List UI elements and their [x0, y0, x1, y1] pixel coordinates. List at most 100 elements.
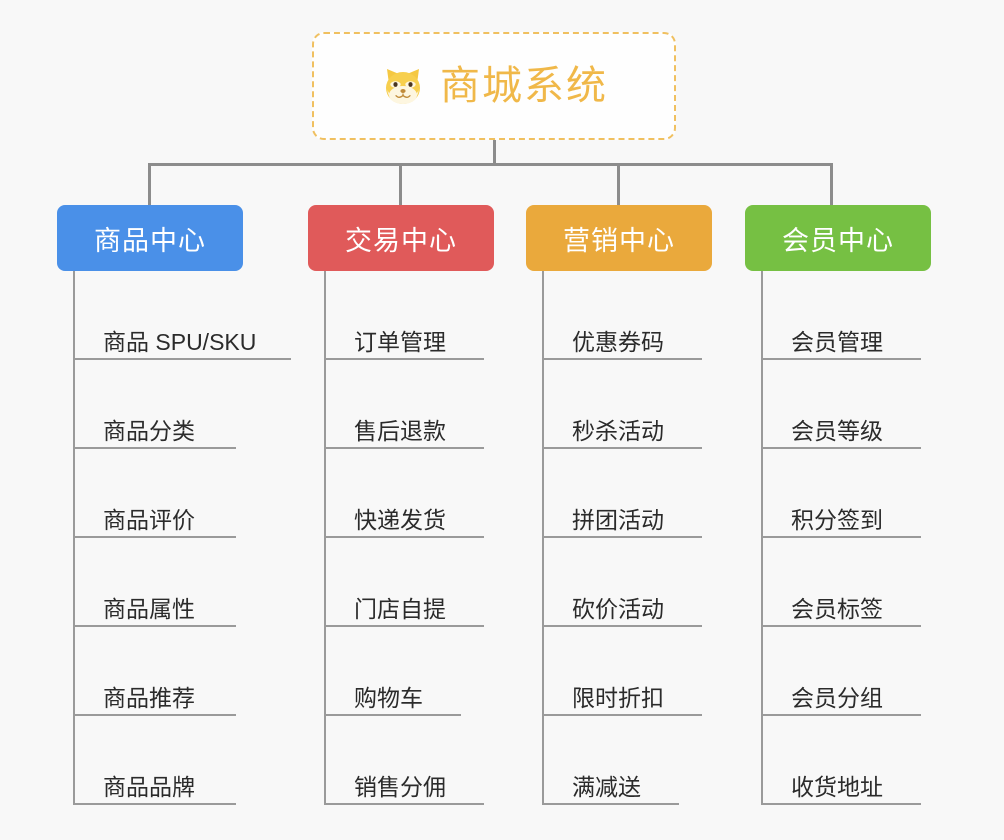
leaf-item[interactable]: 商品品牌 — [73, 716, 307, 805]
leaf-underline — [73, 536, 236, 538]
leaf-label: 限时折扣 — [572, 685, 664, 711]
branch-header-product-center[interactable]: 商品中心 — [57, 205, 243, 271]
leaf-label: 购物车 — [354, 685, 423, 711]
leaf-label: 销售分佣 — [354, 774, 446, 800]
leaf-underline — [324, 536, 484, 538]
leaf-item[interactable]: 门店自提 — [324, 538, 528, 627]
leaf-label: 商品 SPU/SKU — [103, 329, 257, 355]
branch-product-center: 商品中心 商品 SPU/SKU 商品分类 商品评价 商品属性 商品推荐 — [57, 205, 307, 805]
leaf-label: 订单管理 — [354, 329, 446, 355]
trunk-line-product-center — [73, 271, 75, 805]
branch-header-trade-center[interactable]: 交易中心 — [308, 205, 494, 271]
branch-trade-center: 交易中心 订单管理 售后退款 快递发货 门店自提 购物车 — [308, 205, 528, 805]
connector-drop-member-center — [830, 163, 833, 207]
leaf-underline — [324, 447, 484, 449]
leaf-underline — [542, 358, 702, 360]
leaf-underline — [761, 358, 921, 360]
leaf-label: 砍价活动 — [572, 596, 664, 622]
leaf-underline — [761, 625, 921, 627]
leaf-item[interactable]: 商品属性 — [73, 538, 307, 627]
leaf-item[interactable]: 商品 SPU/SKU — [73, 271, 307, 360]
leaf-label: 商品推荐 — [103, 685, 195, 711]
trunk-line-trade-center — [324, 271, 326, 805]
connector-drop-product-center — [148, 163, 151, 207]
leaf-label: 商品品牌 — [103, 774, 195, 800]
leaf-underline — [542, 447, 702, 449]
leaf-label: 商品评价 — [103, 507, 195, 533]
leaf-underline — [73, 625, 236, 627]
leaf-item[interactable]: 订单管理 — [324, 271, 528, 360]
connector-drop-trade-center — [399, 163, 402, 207]
leaf-underline — [73, 714, 236, 716]
leaf-label: 秒杀活动 — [572, 418, 664, 444]
leaf-list-member-center: 会员管理 会员等级 积分签到 会员标签 会员分组 收货地址 — [745, 271, 965, 805]
leaf-label: 快递发货 — [354, 507, 446, 533]
leaf-underline — [324, 358, 484, 360]
leaf-label: 会员等级 — [791, 418, 883, 444]
connector-root-stem — [493, 140, 496, 165]
leaf-underline — [542, 803, 679, 805]
leaf-label: 拼团活动 — [572, 507, 664, 533]
leaf-item[interactable]: 会员标签 — [761, 538, 965, 627]
connector-horizontal-bus — [149, 163, 832, 166]
leaf-label: 商品分类 — [103, 418, 195, 444]
branch-member-center: 会员中心 会员管理 会员等级 积分签到 会员标签 会员分组 — [745, 205, 965, 805]
leaf-item[interactable]: 会员等级 — [761, 360, 965, 449]
trunk-line-member-center — [761, 271, 763, 805]
leaf-item[interactable]: 拼团活动 — [542, 449, 746, 538]
leaf-list-trade-center: 订单管理 售后退款 快递发货 门店自提 购物车 销售分佣 — [308, 271, 528, 805]
leaf-label: 优惠券码 — [572, 329, 664, 355]
leaf-underline — [73, 447, 236, 449]
leaf-item[interactable]: 秒杀活动 — [542, 360, 746, 449]
leaf-item[interactable]: 商品推荐 — [73, 627, 307, 716]
leaf-underline — [73, 803, 236, 805]
leaf-underline — [542, 714, 702, 716]
leaf-label: 门店自提 — [354, 596, 446, 622]
leaf-item[interactable]: 销售分佣 — [324, 716, 528, 805]
leaf-item[interactable]: 砍价活动 — [542, 538, 746, 627]
leaf-underline — [73, 358, 291, 360]
leaf-underline — [761, 447, 921, 449]
leaf-underline — [761, 714, 921, 716]
leaf-label: 积分签到 — [791, 507, 883, 533]
leaf-underline — [761, 536, 921, 538]
leaf-label: 满减送 — [572, 774, 641, 800]
branch-marketing-center: 营销中心 优惠券码 秒杀活动 拼团活动 砍价活动 限时折扣 — [526, 205, 746, 805]
leaf-item[interactable]: 商品评价 — [73, 449, 307, 538]
leaf-list-product-center: 商品 SPU/SKU 商品分类 商品评价 商品属性 商品推荐 商品品牌 — [57, 271, 307, 805]
leaf-item[interactable]: 满减送 — [542, 716, 746, 805]
branch-header-marketing-center[interactable]: 营销中心 — [526, 205, 712, 271]
leaf-label: 收货地址 — [791, 774, 883, 800]
leaf-label: 会员管理 — [791, 329, 883, 355]
trunk-line-marketing-center — [542, 271, 544, 805]
leaf-label: 售后退款 — [354, 418, 446, 444]
leaf-underline — [324, 625, 484, 627]
leaf-label: 会员标签 — [791, 596, 883, 622]
leaf-list-marketing-center: 优惠券码 秒杀活动 拼团活动 砍价活动 限时折扣 满减送 — [526, 271, 746, 805]
branch-header-label: 会员中心 — [782, 225, 894, 256]
leaf-underline — [761, 803, 921, 805]
shiba-dog-face-icon — [380, 63, 426, 109]
leaf-item[interactable]: 会员管理 — [761, 271, 965, 360]
leaf-item[interactable]: 限时折扣 — [542, 627, 746, 716]
branch-header-label: 商品中心 — [94, 225, 206, 256]
leaf-item[interactable]: 会员分组 — [761, 627, 965, 716]
leaf-item[interactable]: 积分签到 — [761, 449, 965, 538]
leaf-item[interactable]: 商品分类 — [73, 360, 307, 449]
leaf-underline — [324, 714, 461, 716]
connector-drop-marketing-center — [617, 163, 620, 207]
leaf-label: 会员分组 — [791, 685, 883, 711]
leaf-underline — [542, 536, 702, 538]
leaf-item[interactable]: 收货地址 — [761, 716, 965, 805]
leaf-underline — [542, 625, 702, 627]
branch-header-member-center[interactable]: 会员中心 — [745, 205, 931, 271]
leaf-item[interactable]: 购物车 — [324, 627, 528, 716]
branch-header-label: 交易中心 — [345, 225, 457, 256]
leaf-item[interactable]: 优惠券码 — [542, 271, 746, 360]
leaf-label: 商品属性 — [103, 596, 195, 622]
leaf-item[interactable]: 快递发货 — [324, 449, 528, 538]
leaf-item[interactable]: 售后退款 — [324, 360, 528, 449]
leaf-underline — [324, 803, 484, 805]
root-node-shop-system[interactable]: 商城系统 — [312, 32, 676, 140]
